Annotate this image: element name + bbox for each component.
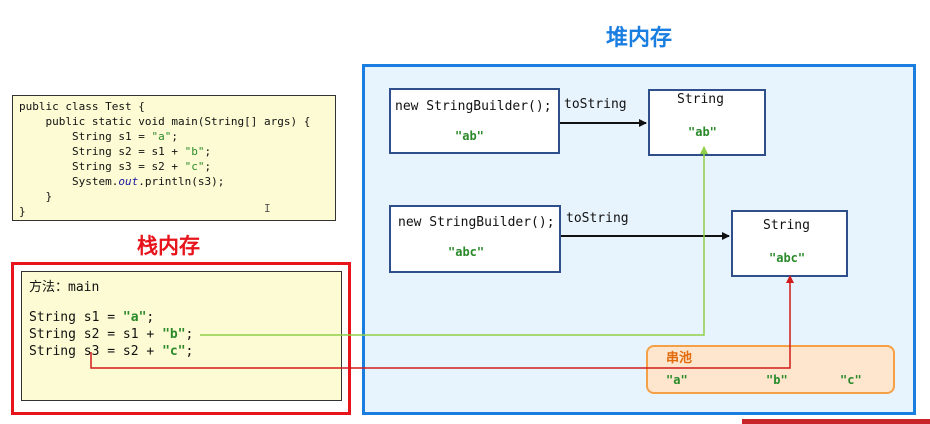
method-label: 方法：main [29, 280, 100, 295]
s3-reference-arrow [90, 275, 794, 369]
stringbuilder-ab-value: "ab" [455, 129, 484, 143]
s2-reference-arrow [200, 146, 708, 336]
pool-item-c: "c" [840, 373, 862, 387]
code-line-1: public class Test { [19, 100, 145, 113]
string-pool-title: 串池 [666, 351, 693, 366]
tostring-label-1: toString [564, 97, 627, 112]
text-cursor-icon: I [264, 202, 271, 215]
code-line-4: String s2 = s1 + "b"; [19, 145, 212, 158]
code-line-5: String s3 = s2 + "c"; [19, 160, 212, 173]
string-abc-value: "abc" [769, 251, 806, 265]
string-ab-box: String "ab" [648, 89, 766, 156]
stringbuilder-abc-value: "abc" [448, 245, 485, 259]
stack-method-frame: 方法：main String s1 = "a"; String s2 = s1 … [21, 271, 342, 401]
stringbuilder-abc-label: new StringBuilder(); [398, 215, 555, 230]
bottom-red-bar [742, 419, 930, 424]
stringbuilder-abc-box: new StringBuilder(); "abc" [389, 205, 561, 273]
string-ab-value: "ab" [688, 125, 717, 139]
stack-line-s1: String s1 = "a"; [29, 310, 155, 325]
string-abc-label: String [763, 218, 810, 233]
tostring-label-2: toString [566, 211, 629, 226]
stack-line-s2: String s2 = s1 + "b"; [29, 327, 194, 342]
pool-item-a: "a" [666, 373, 688, 387]
string-abc-box: String "abc" [731, 210, 848, 277]
stringbuilder-ab-label: new StringBuilder(); [395, 99, 552, 114]
code-line-8: } [19, 205, 26, 218]
code-line-7: } [19, 190, 53, 203]
pool-item-b: "b" [766, 373, 788, 387]
code-line-2: public static void main(String[] args) { [19, 115, 311, 128]
stack-memory-title: 栈内存 [137, 234, 200, 258]
code-line-3: String s1 = "a"; [19, 130, 178, 143]
heap-memory-title: 堆内存 [606, 26, 673, 51]
string-ab-label: String [677, 92, 724, 107]
code-listing: public class Test { public static void m… [12, 95, 336, 221]
stringbuilder-ab-box: new StringBuilder(); "ab" [389, 88, 560, 154]
string-pool: 串池 "a" "b" "c" [646, 345, 895, 394]
stack-line-s3: String s3 = s2 + "c"; [29, 344, 194, 359]
code-line-6: System.out.println(s3); [19, 175, 225, 188]
